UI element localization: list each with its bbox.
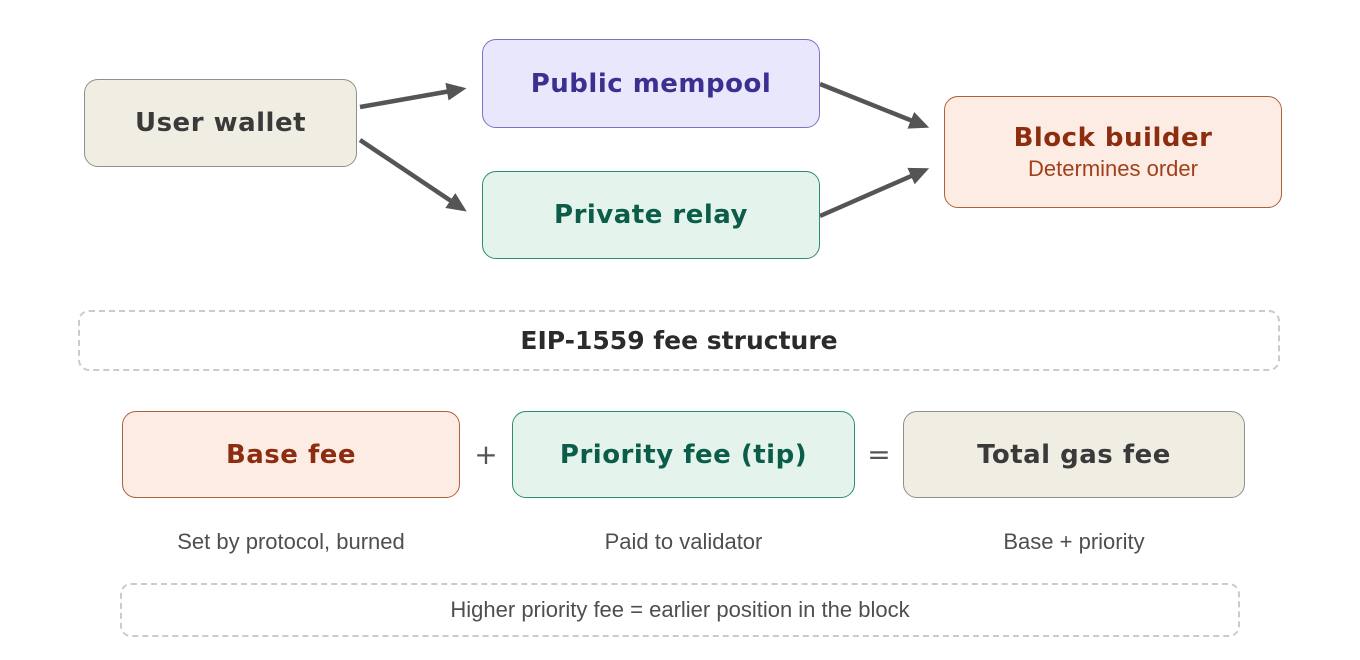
arrow-relay-to-builder: [819, 167, 930, 219]
base-fee-caption: Set by protocol, burned: [177, 529, 405, 554]
arrow-wallet-to-mempool: [359, 82, 467, 110]
section-title: EIP-1559 fee structure: [520, 326, 838, 355]
total-gas-fee-label: Total gas fee: [977, 439, 1171, 470]
plus-operator: +: [474, 438, 498, 471]
block-builder-label: Block builder: [1013, 122, 1213, 153]
user-wallet-label: User wallet: [134, 108, 307, 138]
total-gas-fee-caption: Base + priority: [1003, 529, 1145, 554]
priority-fee-caption: Paid to validator: [604, 529, 763, 554]
private-relay-label: Private relay: [554, 200, 748, 230]
node-priority-fee: Priority fee (tip): [512, 411, 855, 498]
node-base-fee: Base fee: [122, 411, 460, 498]
note-text: Higher priority fee = earlier position i…: [450, 597, 910, 622]
node-public-mempool: Public mempool: [482, 39, 820, 128]
note-banner: Higher priority fee = earlier position i…: [120, 583, 1240, 637]
equals-operator: =: [867, 438, 891, 471]
block-builder-sublabel: Determines order: [1028, 155, 1198, 181]
priority-fee-label: Priority fee (tip): [559, 439, 808, 470]
node-total-gas-fee: Total gas fee: [903, 411, 1245, 498]
node-private-relay: Private relay: [482, 171, 820, 259]
arrow-mempool-to-builder: [819, 81, 930, 129]
public-mempool-label: Public mempool: [530, 68, 772, 99]
base-fee-label: Base fee: [225, 439, 357, 470]
arrow-wallet-to-relay: [358, 138, 467, 212]
node-block-builder: Block builder Determines order: [944, 96, 1282, 208]
section-banner: EIP-1559 fee structure: [78, 310, 1280, 371]
node-user-wallet: User wallet: [84, 79, 357, 167]
